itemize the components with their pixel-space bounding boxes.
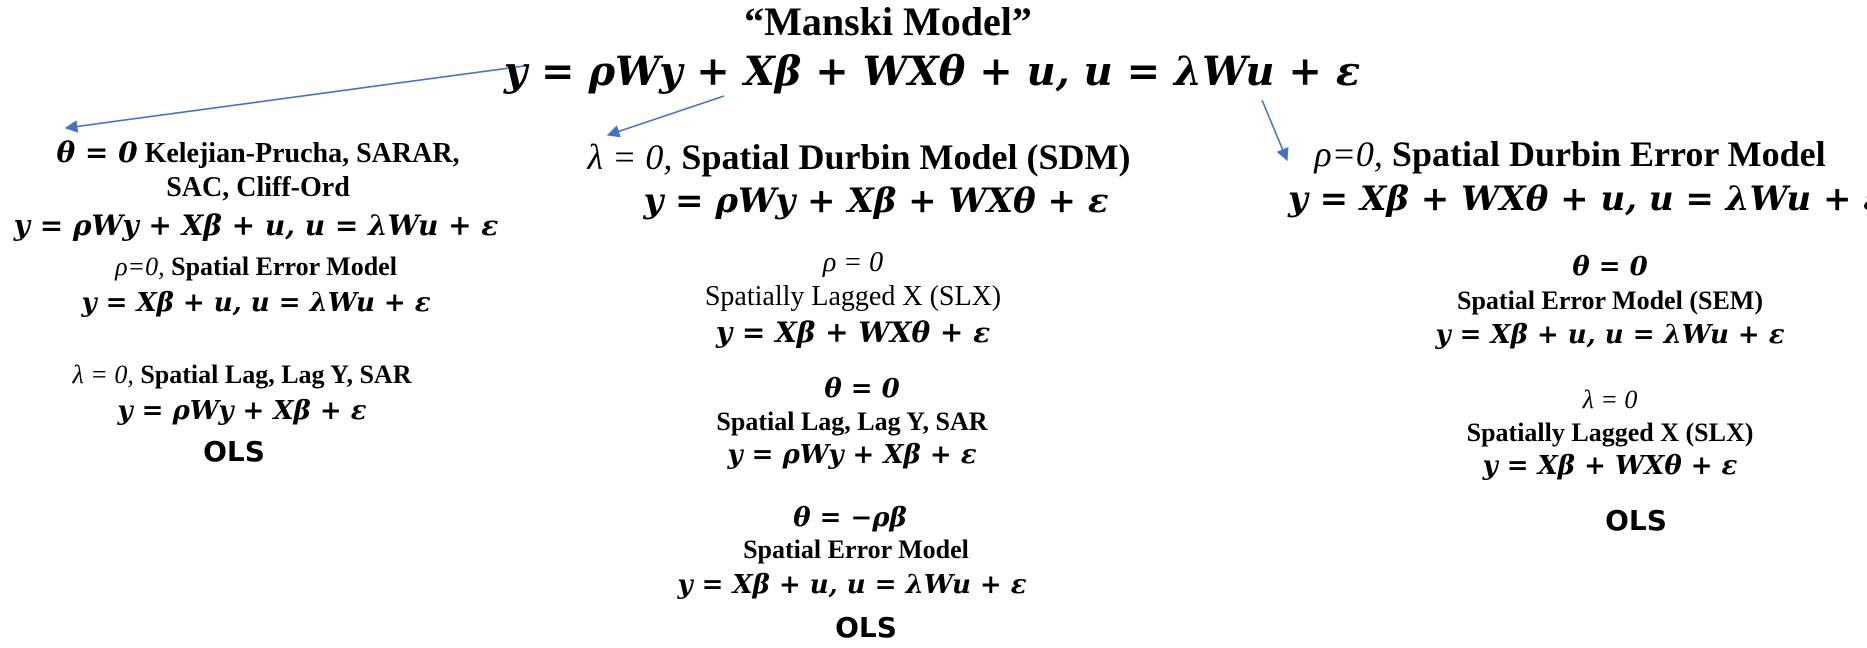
left-lag-equation: y = ρWy + Xβ + ε <box>117 396 367 426</box>
arrow-to-middle-branch <box>606 95 725 138</box>
right-sem-condition: θ = 0 <box>1572 252 1648 282</box>
right-sem-name: Spatial Error Model (SEM) <box>1457 286 1763 315</box>
middle-error-equation: y = Xβ + u, u = λWu + ε <box>677 570 1027 600</box>
middle-slx-condition: ρ = 0 <box>822 247 884 278</box>
right-slx-name: Spatially Lagged X (SLX) <box>1466 418 1754 447</box>
right-slx-condition: λ = 0 <box>1582 385 1638 414</box>
middle-lag-name: Spatial Lag, Lag Y, SAR <box>716 407 988 436</box>
left-model-names: Kelejian-Prucha, SARAR, <box>144 138 460 169</box>
right-slx-equation: y = Xβ + WXθ + ε <box>1482 451 1738 481</box>
middle-error-name: Spatial Error Model <box>743 535 969 564</box>
middle-error-condition: θ = −ρβ <box>793 503 907 533</box>
diagram-title: “Manski Model” <box>744 0 1032 44</box>
left-sem-equation: y = Xβ + u, u = λWu + ε <box>81 288 431 318</box>
left-condition: θ = 0 <box>56 136 138 169</box>
manski-equation: y = ρWy + Xβ + WXθ + u, u = λWu + ε <box>503 48 1361 95</box>
left-branch-heading: θ = 0 Kelejian-Prucha, SARAR, <box>56 139 459 168</box>
right-ols-label: OLS <box>1605 504 1667 537</box>
middle-slx-equation: y = Xβ + WXθ + ε <box>715 316 991 349</box>
arrow-to-right-branch <box>1261 99 1289 162</box>
left-ols-label: OLS <box>203 435 265 468</box>
left-sem-name: Spatial Error Model <box>171 252 397 281</box>
right-model-name: Spatial Durbin Error Model <box>1391 134 1826 174</box>
left-sem-heading: ρ=0, Spatial Error Model <box>115 254 397 280</box>
left-lag-condition: λ = 0, <box>72 360 134 389</box>
right-condition: ρ=0, <box>1314 134 1383 174</box>
right-sem-equation: y = Xβ + u, u = λWu + ε <box>1435 320 1785 350</box>
left-sem-condition: ρ=0, <box>115 252 165 281</box>
middle-ols-label: OLS <box>835 611 897 644</box>
middle-slx-name: Spatially Lagged X (SLX) <box>704 281 1002 312</box>
middle-lag-equation: y = ρWy + Xβ + ε <box>727 440 977 470</box>
middle-equation: y = ρWy + Xβ + WXθ + ε <box>643 181 1109 221</box>
left-lag-name: Spatial Lag, Lag Y, SAR <box>140 360 412 389</box>
middle-lag-condition: θ = 0 <box>824 374 900 404</box>
middle-branch-heading: λ = 0, Spatial Durbin Model (SDM) <box>588 139 1131 175</box>
left-model-names-2: SAC, Cliff-Ord <box>166 172 350 203</box>
right-branch-heading: ρ=0, Spatial Durbin Error Model <box>1314 136 1825 172</box>
arrow-to-left-branch <box>64 65 525 133</box>
right-equation: y = Xβ + WXθ + u, u = λWu + ε <box>1288 179 1867 219</box>
left-equation: y = ρWy + Xβ + u, u = λWu + ε <box>13 209 499 242</box>
left-lag-heading: λ = 0, Spatial Lag, Lag Y, SAR <box>73 362 412 388</box>
middle-model-name: Spatial Durbin Model (SDM) <box>681 137 1131 177</box>
middle-condition: λ = 0, <box>587 137 673 177</box>
